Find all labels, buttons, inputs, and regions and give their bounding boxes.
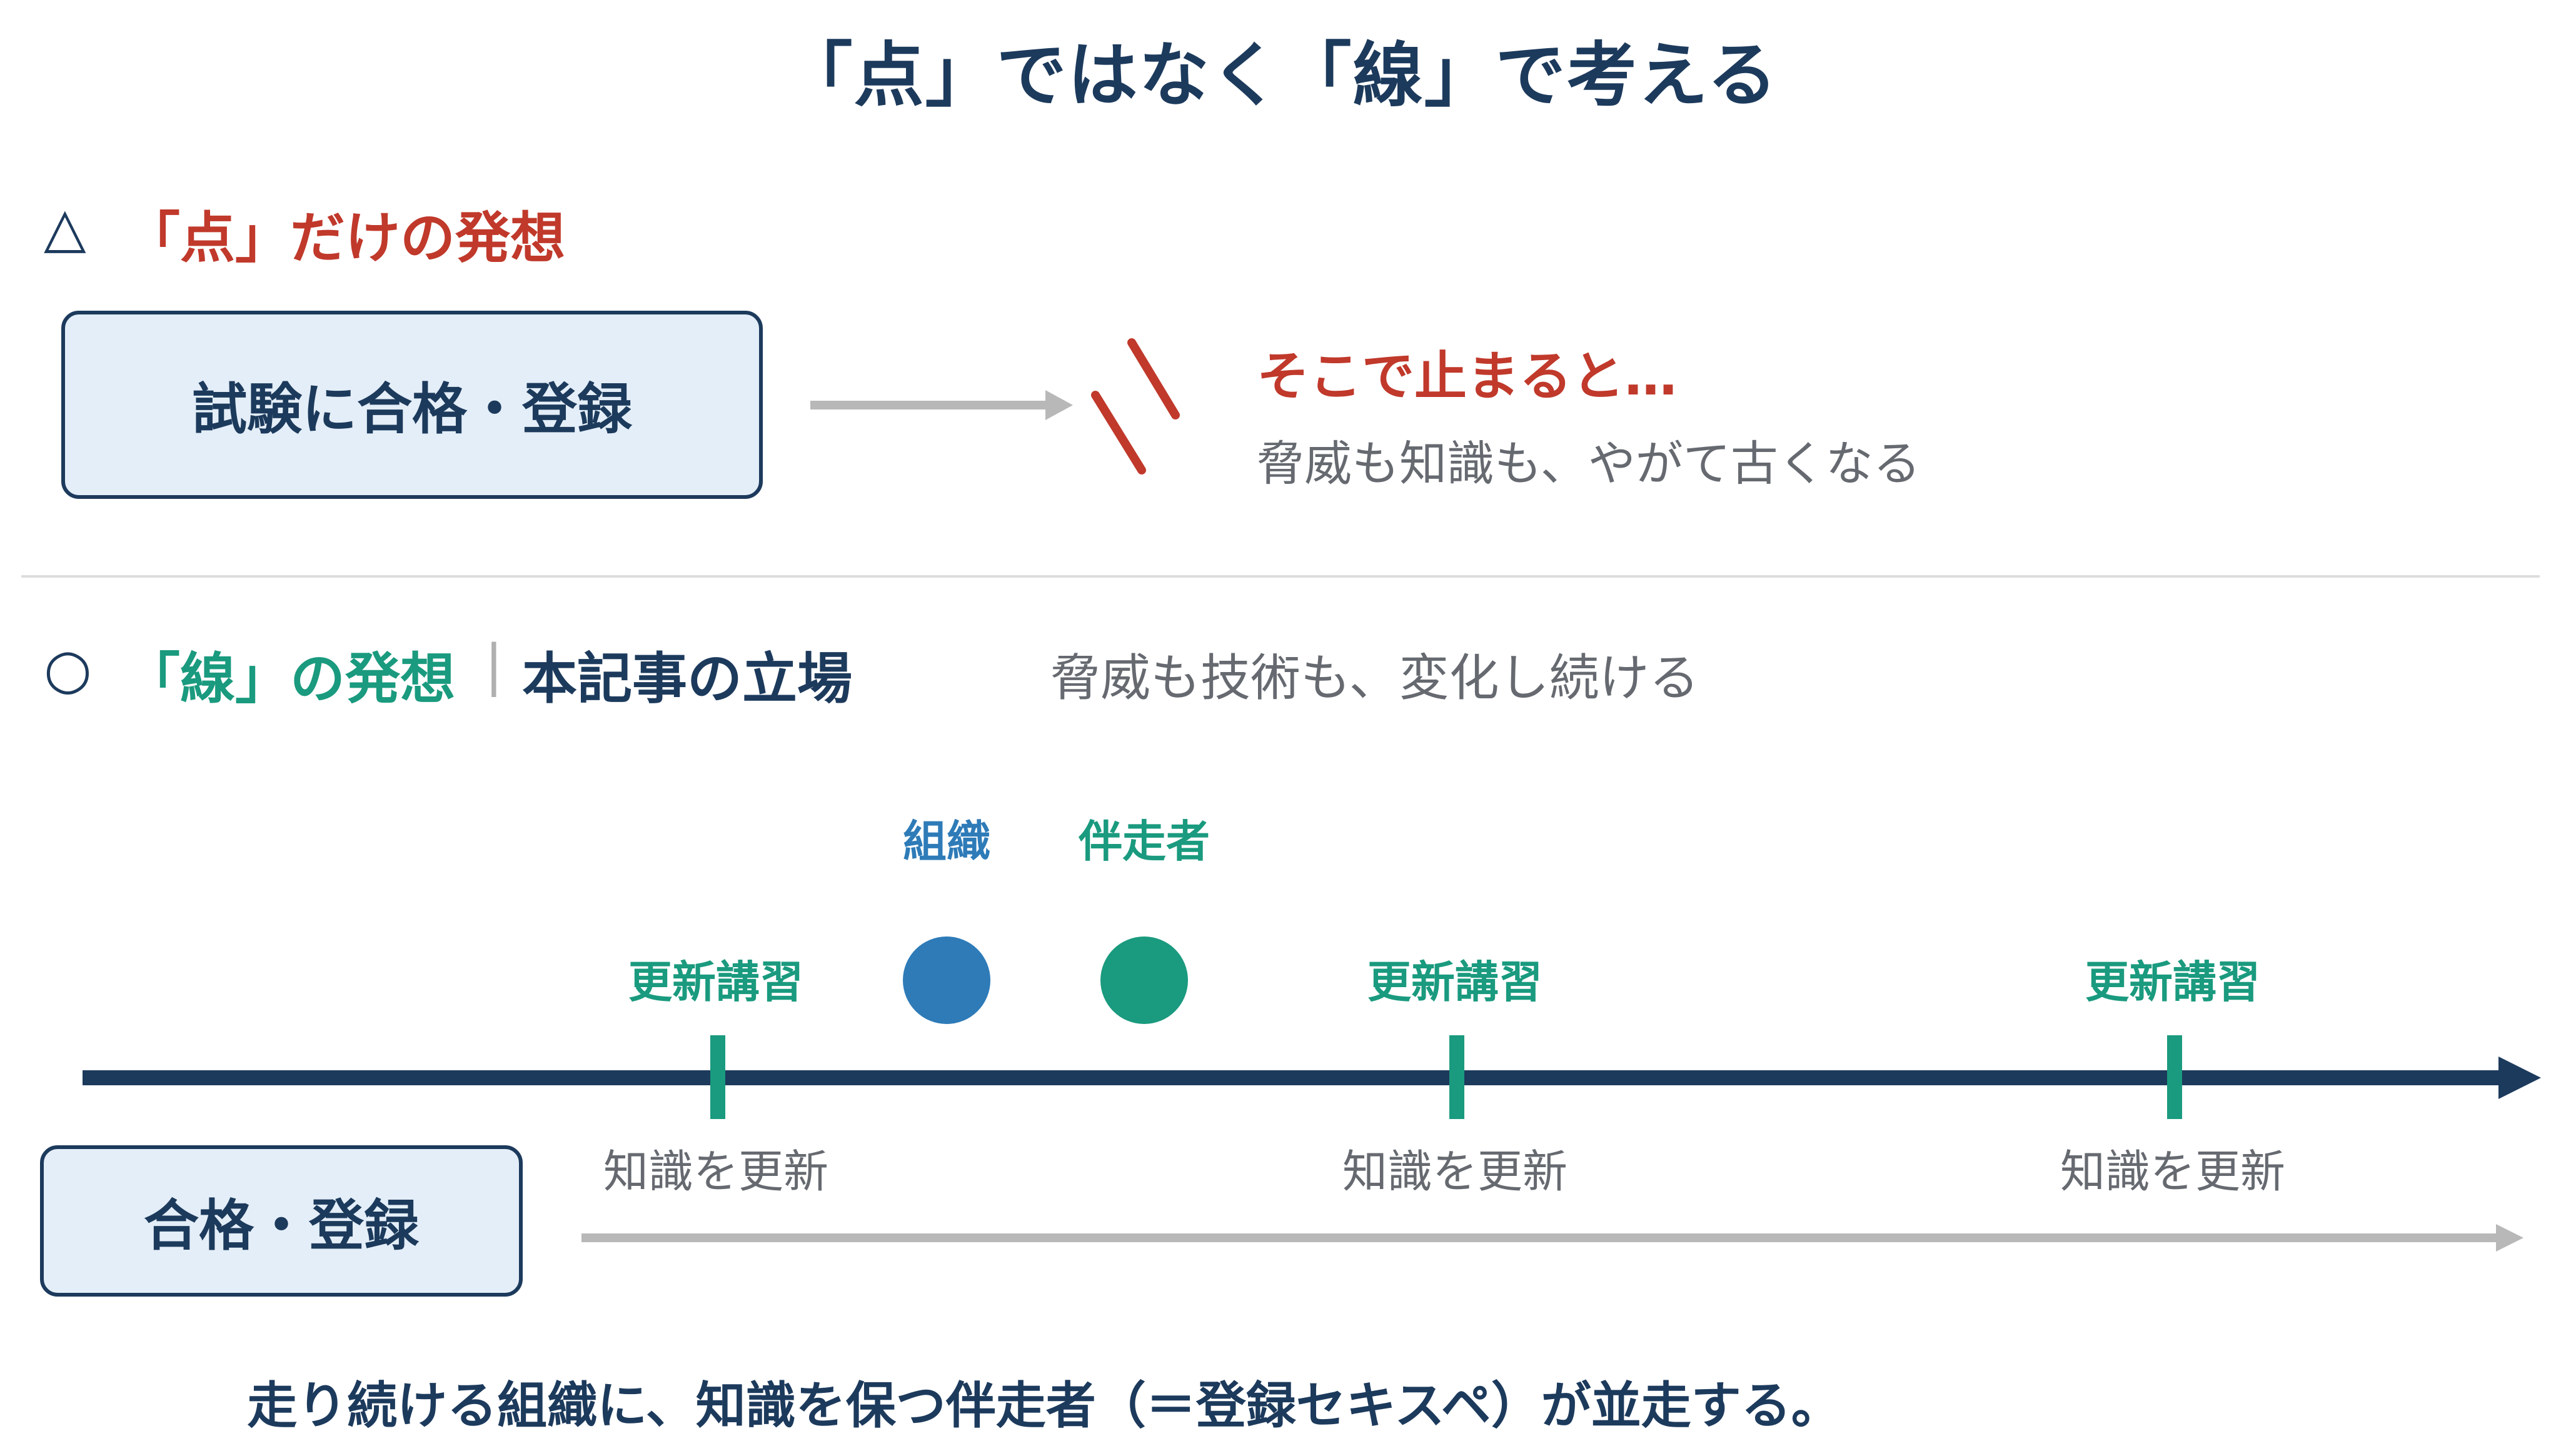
triangle-mark-icon: △ bbox=[44, 195, 86, 259]
line-subheading: 本記事の立場 bbox=[522, 646, 853, 711]
legend-label-partner: 伴走者 bbox=[1079, 816, 1210, 867]
legend-label-organization: 組織 bbox=[903, 816, 990, 867]
point-heading: 「点」だけの発想 bbox=[125, 206, 566, 270]
event-label: 更新講習 bbox=[628, 956, 803, 1008]
stop-title: そこで止まると… bbox=[1257, 346, 1678, 407]
pass-registration-label: 合格・登録 bbox=[143, 1193, 419, 1258]
organization-circle-icon bbox=[903, 936, 990, 1024]
pass-registration-box: 合格・登録 bbox=[40, 1145, 523, 1297]
page-title: 「点」ではなく「線」で考える bbox=[782, 35, 1779, 116]
exam-registration-box: 試験に合格・登録 bbox=[61, 311, 763, 499]
line-heading: 「線」の発想 bbox=[125, 646, 456, 711]
event-label: 更新講習 bbox=[1367, 956, 1542, 1008]
footer-message: 走り続ける組織に、知識を保つ伴走者（＝登録セキスペ）が並走する。 bbox=[247, 1377, 1841, 1435]
stop-arrow-head bbox=[1045, 390, 1073, 420]
exam-registration-label: 試験に合格・登録 bbox=[191, 377, 632, 441]
event-sublabel: 知識を更新 bbox=[1342, 1145, 1567, 1198]
heading-separator: | bbox=[485, 633, 503, 697]
event-sublabel: 知識を更新 bbox=[2060, 1145, 2285, 1198]
break-slash-icon bbox=[1091, 391, 1146, 474]
break-slash-icon bbox=[1127, 338, 1180, 419]
event-tick bbox=[2167, 1035, 2182, 1119]
stop-description: 脅威も知識も、やがて古くなる bbox=[1257, 436, 1921, 491]
circle-mark-icon: ○ bbox=[44, 636, 92, 701]
timeline-arrow-head bbox=[2498, 1057, 2541, 1099]
event-label: 更新講習 bbox=[2085, 956, 2260, 1008]
event-tick bbox=[1449, 1035, 1464, 1119]
section-divider bbox=[21, 575, 2540, 578]
continuation-arrow-head bbox=[2496, 1224, 2523, 1252]
event-tick bbox=[710, 1035, 725, 1119]
event-sublabel: 知識を更新 bbox=[603, 1145, 828, 1198]
partner-circle-icon bbox=[1100, 936, 1188, 1024]
line-tagline: 脅威も技術も、変化し続ける bbox=[1050, 649, 1699, 707]
